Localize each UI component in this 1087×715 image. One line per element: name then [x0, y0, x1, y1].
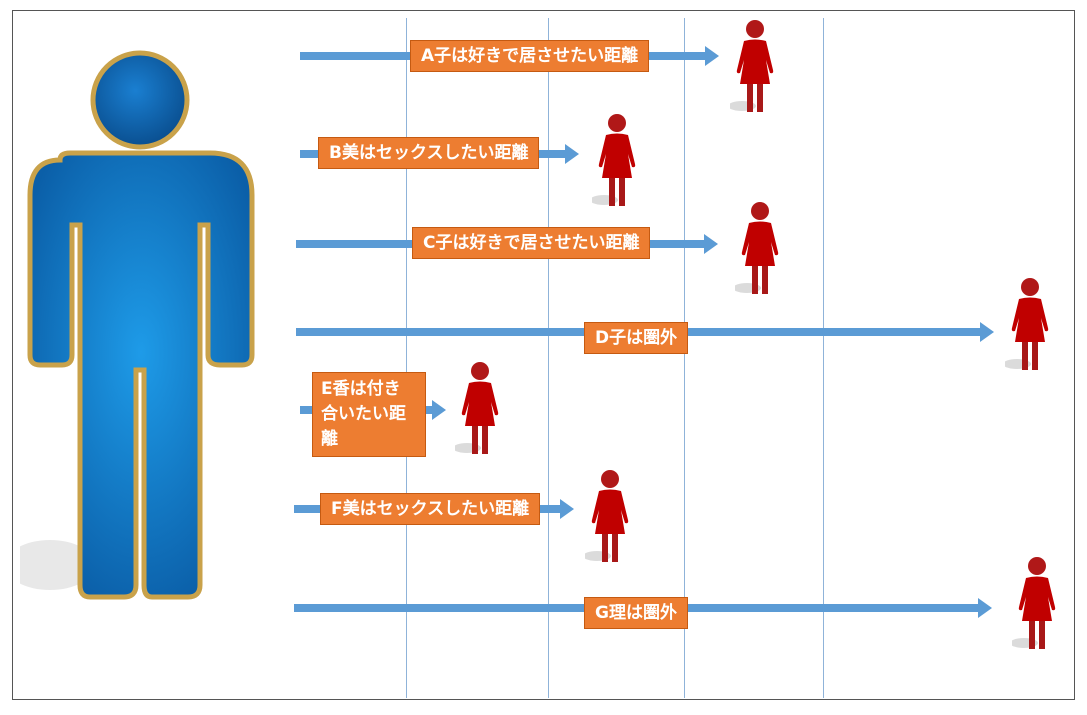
female-person-icon [1005, 278, 1049, 370]
distance-label: D子は圏外 [584, 322, 689, 354]
distance-label: G理は圏外 [584, 597, 688, 629]
female-person-icon [592, 114, 636, 206]
female-person-icon [585, 470, 629, 562]
distance-label: B美はセックスしたい距離 [318, 137, 540, 169]
distance-gridline [684, 18, 685, 698]
female-person-icon [455, 362, 499, 454]
distance-label: F美はセックスしたい距離 [320, 493, 541, 525]
male-person-icon [20, 50, 255, 600]
distance-gridline [406, 18, 407, 698]
distance-label: A子は好きで居させたい距離 [410, 40, 650, 72]
female-person-icon [730, 20, 774, 112]
diagram-frame [12, 10, 1075, 700]
distance-label: C子は好きで居させたい距離 [412, 227, 651, 259]
female-person-icon [1012, 557, 1056, 649]
distance-label: E香は付き合いたい距離 [312, 372, 426, 457]
distance-gridline [823, 18, 824, 698]
female-person-icon [735, 202, 779, 294]
distance-gridline [548, 18, 549, 698]
